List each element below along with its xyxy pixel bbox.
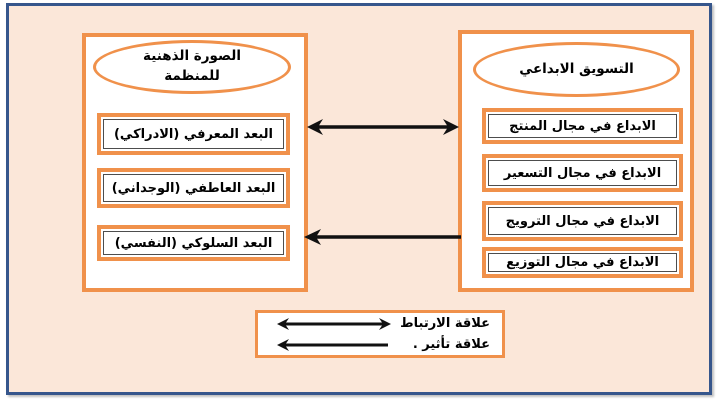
correlation-double-arrow-icon	[307, 119, 459, 135]
legend-influence-arrow-icon	[277, 338, 388, 351]
pricing-innovation-box: الابداع في مجال التسعير	[482, 154, 683, 192]
promotion-innovation-box: الابداع في مجال الترويج	[482, 201, 683, 241]
outer-frame: الصورة الذهنية للمنظمة البعد المعرفي (ال…	[6, 3, 712, 395]
emotional-dimension-box: البعد العاطفي (الوجداني)	[97, 168, 290, 208]
legend-row-correlation: علاقة الارتباط	[258, 314, 502, 333]
legend-row-influence: علاقة تأثير .	[258, 335, 502, 354]
creative-marketing-panel: التسويق الابداعي الابداع في مجال المنتج …	[458, 30, 694, 292]
mental-image-title: الصورة الذهنية للمنظمة	[143, 47, 241, 86]
product-innovation-box: الابداع في مجال المنتج	[482, 108, 683, 144]
influence-left-arrow-icon	[304, 229, 461, 245]
cognitive-dimension-box: البعد المعرفي (الادراكي)	[97, 113, 290, 155]
mental-image-panel: الصورة الذهنية للمنظمة البعد المعرفي (ال…	[82, 33, 308, 292]
behavioral-dimension-box: البعد السلوكي (النفسي)	[97, 225, 290, 261]
mental-image-title-ellipse: الصورة الذهنية للمنظمة	[93, 40, 291, 94]
distribution-innovation-box: الابداع في مجال التوزيع	[482, 247, 683, 278]
legend-influence-label: علاقة تأثير .	[412, 337, 490, 352]
legend-box: علاقة الارتباط علاقة تأثير .	[255, 310, 505, 358]
legend-correlation-arrow-icon	[277, 317, 391, 330]
legend-correlation-label: علاقة الارتباط	[400, 316, 490, 331]
creative-marketing-title: التسويق الابداعي	[519, 60, 634, 77]
creative-marketing-title-ellipse: التسويق الابداعي	[473, 42, 680, 97]
mental-image-title-line2: للمنظمة	[164, 68, 220, 84]
mental-image-title-line1: الصورة الذهنية	[143, 48, 241, 65]
